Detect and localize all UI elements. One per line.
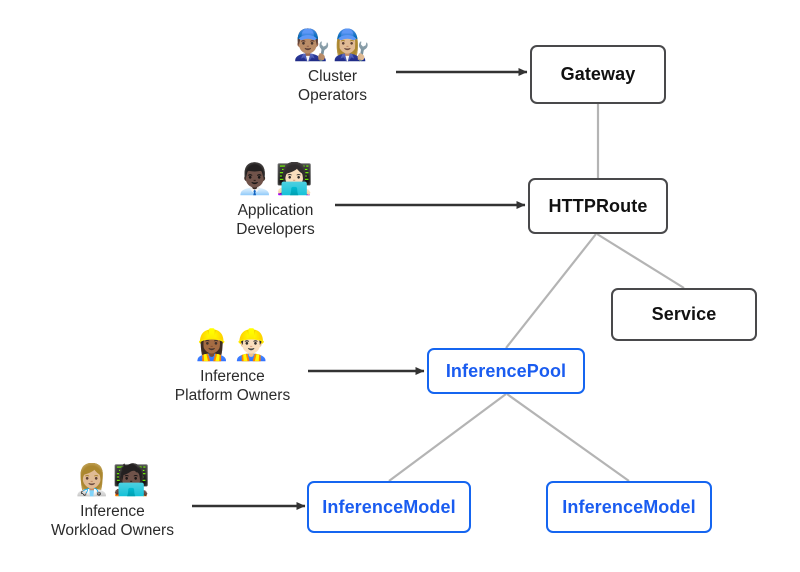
- connector-inferencepool-inferencemodel-1: [388, 393, 507, 482]
- connector-httproute-service: [596, 233, 685, 289]
- connector-inferencepool-inferencemodel-2: [506, 393, 630, 482]
- construction-worker-pair-emoji: 👷🏾‍♀️👷🏻‍♂️: [193, 328, 272, 363]
- node-inferencemodel-1-label: InferenceModel: [322, 496, 456, 517]
- office-worker-technologist-pair-emoji: 👨🏿‍💼👩🏻‍💻: [236, 162, 315, 197]
- node-inferencepool[interactable]: InferencePool: [427, 348, 585, 394]
- node-inferencepool-label: InferencePool: [445, 360, 567, 381]
- node-inferencemodel-1[interactable]: InferenceModel: [307, 481, 471, 533]
- actor-application-developers-label: Application Developers: [236, 202, 315, 238]
- actor-inference-workload-owners-label: Inference Workload Owners: [51, 503, 174, 539]
- node-service-label: Service: [651, 304, 717, 324]
- node-httproute-label: HTTPRoute: [548, 195, 648, 216]
- node-gateway-label: Gateway: [560, 64, 636, 84]
- node-service[interactable]: Service: [611, 288, 757, 341]
- node-inferencemodel-2[interactable]: InferenceModel: [546, 481, 712, 533]
- health-worker-technologist-pair-emoji: 👩🏼‍⚕️🧑🏿‍💻: [73, 463, 152, 498]
- mechanic-pair-emoji: 👨🏽‍🔧👩🏼‍🔧: [293, 28, 372, 63]
- actor-inference-platform-owners-label: Inference Platform Owners: [174, 368, 291, 404]
- actor-cluster-operators-label: Cluster Operators: [298, 68, 367, 104]
- actor-cluster-operators[interactable]: 👨🏽‍🔧👩🏼‍🔧 Cluster Operators: [250, 28, 415, 105]
- actor-application-developers[interactable]: 👨🏿‍💼👩🏻‍💻 Application Developers: [193, 162, 358, 239]
- actor-inference-workload-owners[interactable]: 👩🏼‍⚕️🧑🏿‍💻 Inference Workload Owners: [30, 463, 195, 540]
- node-gateway[interactable]: Gateway: [530, 45, 666, 104]
- node-inferencemodel-2-label: InferenceModel: [562, 496, 696, 517]
- connector-httproute-inferencepool: [505, 233, 597, 349]
- actor-inference-platform-owners[interactable]: 👷🏾‍♀️👷🏻‍♂️ Inference Platform Owners: [150, 328, 315, 405]
- node-httproute[interactable]: HTTPRoute: [528, 178, 668, 234]
